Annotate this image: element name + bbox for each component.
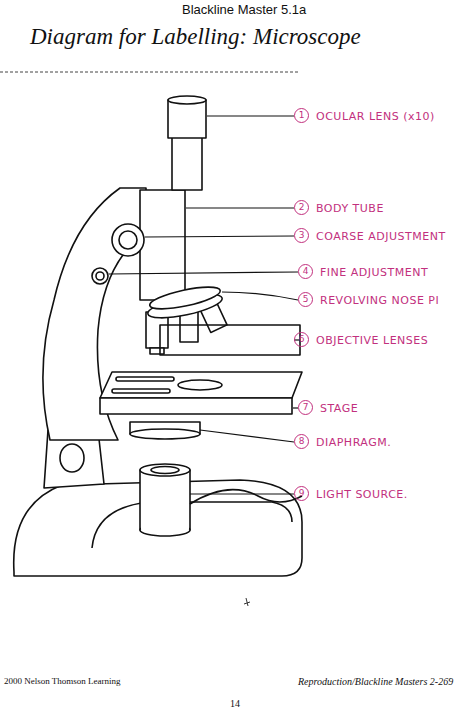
part-name: DIAPHRAGM. <box>316 435 391 448</box>
lamp-body <box>140 470 190 530</box>
callout-number: 1 <box>295 109 308 122</box>
callout-number: 8 <box>295 435 308 448</box>
fine-knob <box>92 268 108 284</box>
callout-number: 3 <box>295 229 308 242</box>
callout-number: 2 <box>295 201 308 214</box>
stage-front <box>100 398 292 414</box>
eyepiece-tube <box>172 135 202 190</box>
stray-mark <box>244 598 250 606</box>
eyepiece-cap <box>168 100 206 138</box>
callout-circle: 7STAGE <box>298 400 313 415</box>
callout-circle: 1OCULAR LENS (x10) <box>294 108 309 123</box>
callout-circle: 8DIAPHRAGM. <box>294 434 309 449</box>
stage-clip <box>112 389 170 393</box>
callout-circle: 3COARSE ADJUSTMENT <box>294 228 309 243</box>
callout-circle: 9LIGHT SOURCE. <box>294 486 309 501</box>
worksheet-title: Diagram for Labelling: Microscope <box>30 24 361 50</box>
stage-clip <box>116 377 174 381</box>
objective-tip <box>150 348 164 354</box>
page-number: 14 <box>230 698 240 709</box>
rule-line <box>0 72 300 73</box>
callout-circle: 6OBJECTIVE LENSES <box>294 332 309 347</box>
stage-hole <box>178 380 222 390</box>
base-edge <box>92 502 292 548</box>
leader-line <box>145 236 294 237</box>
objective <box>180 312 198 342</box>
stage-top <box>100 372 302 398</box>
part-name: REVOLVING NOSE PI <box>320 293 439 306</box>
fine-knob-center <box>96 272 104 280</box>
leader-line <box>109 272 298 274</box>
page-reference: Reproduction/Blackline Masters 2-269 <box>298 676 453 687</box>
cord <box>190 490 302 504</box>
part-name: FINE ADJUSTMENT <box>320 265 428 278</box>
part-name: STAGE <box>320 401 358 414</box>
callout-circle: 2BODY TUBE <box>294 200 309 215</box>
callout-number: 9 <box>295 487 308 500</box>
pivot <box>60 444 84 472</box>
coarse-knob-center <box>119 231 137 249</box>
callout-circle: 5REVOLVING NOSE PI <box>298 292 313 307</box>
part-name: OBJECTIVE LENSES <box>316 333 428 346</box>
diaphragm-ring <box>130 429 200 439</box>
callout-number: 7 <box>299 401 312 414</box>
part-name: OCULAR LENS (x10) <box>316 109 435 122</box>
callout-number: 4 <box>299 265 312 278</box>
leader-line <box>200 430 294 442</box>
body-tube <box>140 190 185 300</box>
leader-line <box>222 292 298 300</box>
eyepiece-top <box>168 96 206 104</box>
part-name: COARSE ADJUSTMENT <box>316 229 446 242</box>
part-name: LIGHT SOURCE. <box>316 487 408 500</box>
copyright-note: 2000 Nelson Thomson Learning <box>4 676 121 686</box>
lamp-lens <box>151 467 179 474</box>
callout-circle: 4FINE ADJUSTMENT <box>298 264 313 279</box>
sheet-header: Blackline Master 5.1a <box>182 2 306 17</box>
callout-number: 5 <box>299 293 312 306</box>
part-name: BODY TUBE <box>316 201 384 214</box>
callout-number: 6 <box>295 333 308 346</box>
leader-line <box>190 493 294 494</box>
lamp-top <box>140 464 190 476</box>
lamp-fill <box>141 500 189 529</box>
nosepiece-top <box>148 283 222 314</box>
leader-line <box>186 207 294 208</box>
coarse-knob <box>112 224 144 256</box>
objective-bar <box>160 325 300 355</box>
leader-line <box>207 115 294 116</box>
